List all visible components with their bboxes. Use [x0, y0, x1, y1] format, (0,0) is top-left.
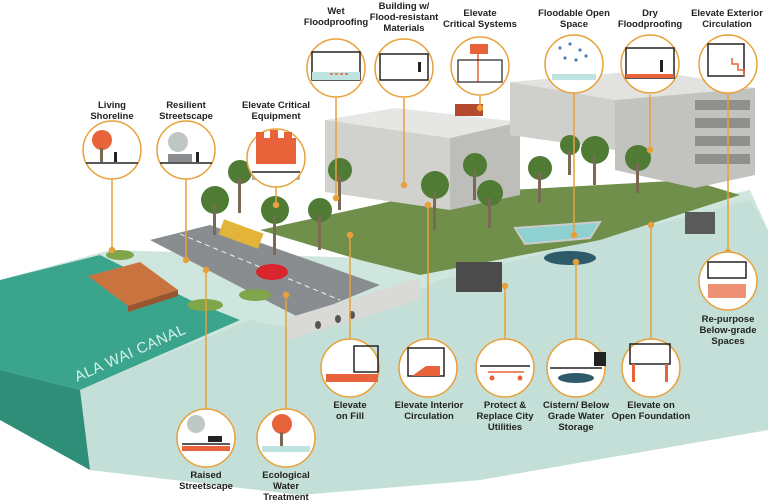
utilities-icon — [480, 365, 530, 381]
red-car — [256, 264, 288, 280]
label-flood-resistant-materials: Building w/ Flood-resistant Materials — [369, 1, 439, 34]
label-protect-utilities: Protect & Replace City Utilities — [476, 400, 534, 433]
fill-icon — [326, 345, 379, 382]
label-ecological-water-treatment: Ecological Water Treatment — [262, 470, 310, 503]
dry-room-icon — [625, 47, 675, 79]
label-elevate-critical-equipment: Elevate Critical Equipment — [241, 100, 311, 122]
basement-icon — [707, 261, 747, 298]
label-raised-streetscape: Raised Streetscape — [179, 470, 233, 492]
foundation-icon — [629, 343, 671, 382]
palm-trees — [201, 135, 651, 255]
road-center-line — [179, 233, 341, 301]
callout-wet-floodproofing[interactable] — [306, 38, 366, 98]
room-icon — [379, 53, 429, 81]
garage-level-1 — [695, 100, 750, 110]
label-repurpose-below-grade: Re-purpose Below-grade Spaces — [699, 314, 757, 347]
canal-water — [0, 255, 240, 390]
callout-elevate-on-fill[interactable] — [320, 338, 380, 398]
center-building-roof — [325, 108, 520, 138]
bus — [218, 219, 264, 249]
tree-person-icon — [86, 130, 138, 164]
canal-water-face — [0, 370, 90, 470]
callout-elevate-critical-systems[interactable] — [450, 36, 510, 96]
garage-level-2 — [695, 118, 750, 128]
label-elevate-exterior-circulation: Elevate Exterior Circulation — [691, 8, 763, 30]
culvert-1 — [315, 321, 321, 329]
systems-icon — [457, 44, 503, 83]
label-dry-floodproofing: Dry Floodproofing — [617, 8, 683, 30]
label-cistern-storage: Cistern/ Below Grade Water Storage — [543, 400, 609, 433]
callout-flood-resistant-materials[interactable] — [374, 38, 434, 98]
callout-protect-utilities[interactable] — [475, 338, 535, 398]
callout-dry-floodproofing[interactable] — [620, 34, 680, 94]
plant-icon — [262, 414, 310, 452]
callout-elevate-open-foundation[interactable] — [621, 338, 681, 398]
callout-elevate-critical-equipment[interactable] — [246, 128, 306, 188]
callout-cistern-storage[interactable] — [546, 338, 606, 398]
callout-repurpose-below-grade[interactable] — [698, 251, 758, 311]
rooftop-equipment — [455, 104, 483, 116]
interior-stairs-icon — [407, 347, 445, 377]
label-elevate-critical-systems: Elevate Critical Systems — [443, 8, 517, 30]
callout-raised-streetscape[interactable] — [176, 408, 236, 468]
garage-level-4 — [695, 154, 750, 164]
callout-elevate-interior-circulation[interactable] — [398, 338, 458, 398]
label-living-shoreline: Living Shoreline — [90, 100, 134, 122]
callout-ecological-water-treatment[interactable] — [256, 408, 316, 468]
boardwalk-deck-edge — [128, 290, 178, 312]
garage-basement — [685, 212, 715, 234]
garage-side — [510, 82, 615, 150]
center-building-front — [325, 120, 450, 210]
label-elevate-on-fill: Elevate on Fill — [333, 400, 367, 422]
boardwalk-deck — [88, 262, 178, 306]
label-wet-floodproofing: Wet Floodproofing — [303, 6, 369, 28]
callout-floodable-open-space[interactable] — [544, 34, 604, 94]
retaining-wall — [288, 278, 420, 340]
pond — [513, 220, 602, 246]
cistern-icon — [550, 352, 606, 383]
rain-icon — [552, 42, 596, 80]
label-elevate-open-foundation: Elevate on Open Foundation — [611, 400, 691, 422]
culvert-2 — [335, 315, 341, 323]
car-icon — [182, 415, 230, 451]
tree-planter-icon — [160, 132, 212, 164]
garage-level-3 — [695, 136, 750, 146]
label-resilient-streetscape: Resilient Streetscape — [159, 100, 213, 122]
equipment-icon — [252, 130, 300, 173]
callout-elevate-exterior-circulation[interactable] — [698, 34, 758, 94]
cistern-tank — [544, 251, 596, 265]
below-grade-void — [456, 262, 502, 292]
flood-room-icon — [311, 51, 361, 81]
park-green — [260, 180, 740, 275]
label-elevate-interior-circulation: Elevate Interior Circulation — [394, 400, 464, 422]
callout-resilient-streetscape[interactable] — [156, 120, 216, 180]
label-floodable-open-space: Floodable Open Space — [538, 8, 610, 30]
callout-living-shoreline[interactable] — [82, 120, 142, 180]
leader-lines — [108, 92, 732, 410]
stairs-icon — [707, 43, 745, 77]
